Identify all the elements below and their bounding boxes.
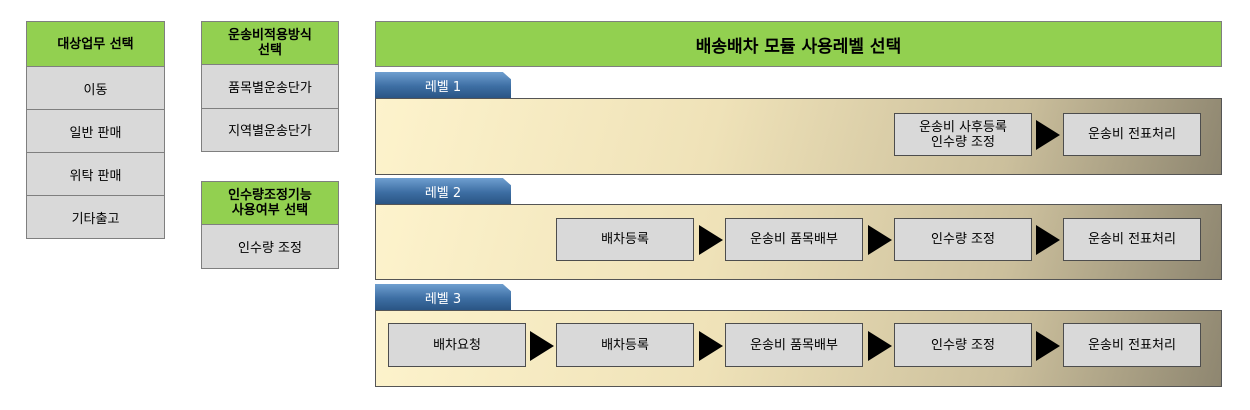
freight-method-panel: 운송비적용방식 선택 품목별운송단가 지역별운송단가 [201,21,339,152]
level-2-step-freight-allocation[interactable]: 운송비 품목배부 [725,218,863,261]
freight-method-title-line1: 운송비적용방식 [228,28,312,43]
adjustment-title-line1: 인수량조정기능 [228,188,312,203]
level-3-arrow-1 [530,331,554,361]
adjustment-title: 인수량조정기능 사용여부 선택 [202,182,338,225]
level-2-arrow-1 [699,225,723,255]
adjustment-panel: 인수량조정기능 사용여부 선택 인수량 조정 [201,181,339,269]
freight-method-item-per-item[interactable]: 품목별운송단가 [202,65,338,109]
target-work-panel: 대상업무 선택 이동 일반 판매 위탁 판매 기타출고 [26,21,165,239]
level-3-arrow-4 [1036,331,1060,361]
main-title: 배송배차 모듈 사용레벨 선택 [375,21,1222,67]
level-2-arrow-2 [868,225,892,255]
target-work-title: 대상업무 선택 [27,22,164,67]
level-3-step-dispatch-register[interactable]: 배차등록 [556,323,694,367]
adjustment-item-quantity[interactable]: 인수량 조정 [202,225,338,268]
target-work-item-move[interactable]: 이동 [27,67,164,110]
level-3-step-freight-allocation[interactable]: 운송비 품목배부 [725,323,863,367]
level-3-arrow-2 [699,331,723,361]
level-3-tab[interactable]: 레벨 3 [375,284,511,310]
level-2-arrow-3 [1036,225,1060,255]
level-1-arrow-1 [1036,120,1060,150]
level-3-step-dispatch-request[interactable]: 배차요청 [388,323,526,367]
freight-method-item-per-region[interactable]: 지역별운송단가 [202,108,338,151]
level-3-step-freight-voucher[interactable]: 운송비 전표처리 [1063,323,1201,367]
level-3-step-quantity-adjust[interactable]: 인수량 조정 [894,323,1032,367]
freight-method-title-line2: 선택 [258,43,282,58]
target-work-item-other-shipment[interactable]: 기타출고 [27,196,164,238]
level-2-tab[interactable]: 레벨 2 [375,178,511,204]
level-3-arrow-3 [868,331,892,361]
level-1-step-1-line1: 운송비 사후등록 [919,119,1007,135]
freight-method-title: 운송비적용방식 선택 [202,22,338,65]
target-work-item-general-sale[interactable]: 일반 판매 [27,110,164,153]
level-1-step-freight-voucher[interactable]: 운송비 전표처리 [1063,113,1201,156]
level-2-step-freight-voucher[interactable]: 운송비 전표처리 [1063,218,1201,261]
level-2-step-quantity-adjust[interactable]: 인수량 조정 [894,218,1032,261]
adjustment-title-line2: 사용여부 선택 [231,203,309,218]
level-1-step-1-line2: 인수량 조정 [931,134,995,150]
level-2-step-dispatch-register[interactable]: 배차등록 [556,218,694,261]
level-1-step-freight-post-adjust[interactable]: 운송비 사후등록 인수량 조정 [894,113,1032,156]
target-work-item-consignment-sale[interactable]: 위탁 판매 [27,153,164,196]
level-1-tab[interactable]: 레벨 1 [375,72,511,98]
